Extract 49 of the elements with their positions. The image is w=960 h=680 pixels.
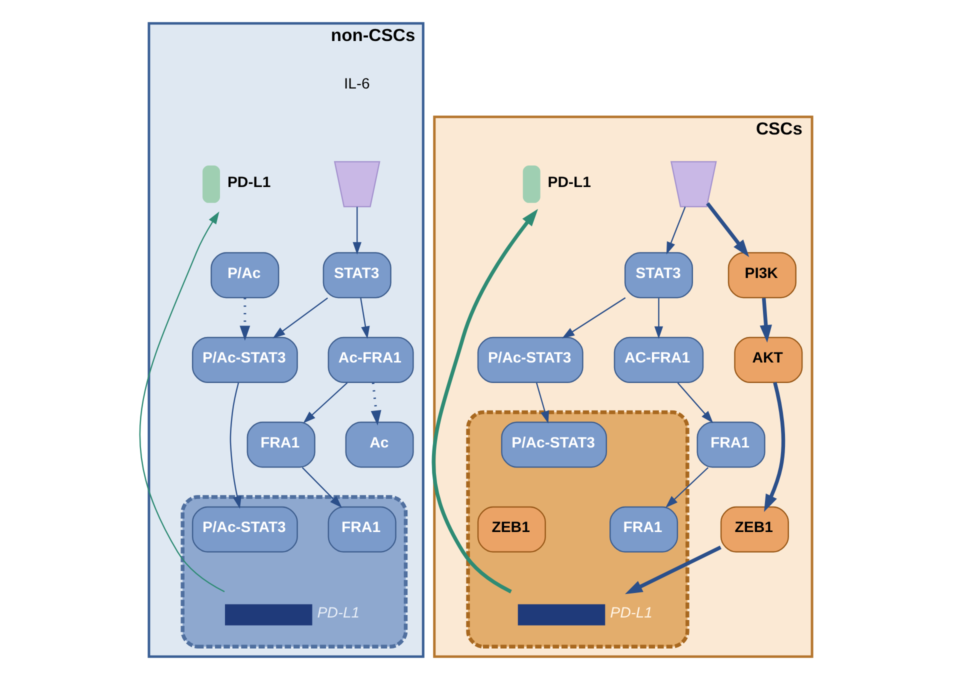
arrow xyxy=(664,467,708,508)
node-box: AKT xyxy=(734,336,802,383)
arrow xyxy=(759,298,772,343)
arrow xyxy=(360,298,370,339)
arrow xyxy=(229,382,241,509)
node-box: ZEB1 xyxy=(720,506,788,553)
node-box: FRA1 xyxy=(609,506,678,553)
node-box: AC-FRA1 xyxy=(613,336,704,383)
node-label: PD-L1 xyxy=(316,604,360,622)
arrow xyxy=(272,298,328,338)
arrow xyxy=(352,206,361,255)
arrow xyxy=(431,208,538,594)
arrow xyxy=(302,382,348,424)
node-box: Ac-FRA1 xyxy=(327,336,414,383)
node-box: FRA1 xyxy=(327,506,396,553)
arrow xyxy=(301,467,342,508)
arrow xyxy=(624,546,721,594)
arrow xyxy=(764,382,785,512)
node-box: P/Ac-STAT3 xyxy=(476,336,583,383)
arrow xyxy=(535,382,549,424)
arrow xyxy=(706,202,749,258)
node-box: STAT3 xyxy=(624,252,693,298)
node-box xyxy=(224,604,312,626)
node-box: FRA1 xyxy=(696,422,765,468)
node-box: P/Ac-STAT3 xyxy=(500,422,606,468)
node-picture xyxy=(333,161,380,208)
arrow xyxy=(239,298,250,341)
arrow xyxy=(666,206,686,254)
arrow xyxy=(138,212,224,592)
arrow xyxy=(676,382,713,424)
arrow xyxy=(654,298,663,339)
node-box xyxy=(517,604,605,626)
node-box xyxy=(522,166,540,203)
node-picture xyxy=(670,161,716,208)
node-box: ZEB1 xyxy=(476,506,546,553)
node-label: PD-L1 xyxy=(226,174,270,191)
node-box: P/Ac xyxy=(210,252,279,298)
node-box: STAT3 xyxy=(322,252,391,298)
node-box: Ac xyxy=(344,422,414,468)
node-box: P/Ac-STAT3 xyxy=(191,506,298,553)
arrow xyxy=(370,382,381,426)
node-box xyxy=(202,166,220,203)
node-box: FRA1 xyxy=(246,422,315,468)
node-box: P/Ac-STAT3 xyxy=(191,336,298,383)
node-label: PD-L1 xyxy=(610,604,652,622)
label: IL-6 xyxy=(344,75,370,92)
node-label: PD-L1 xyxy=(547,174,590,191)
arrow xyxy=(562,297,626,338)
node-box: PI3K xyxy=(727,252,796,298)
